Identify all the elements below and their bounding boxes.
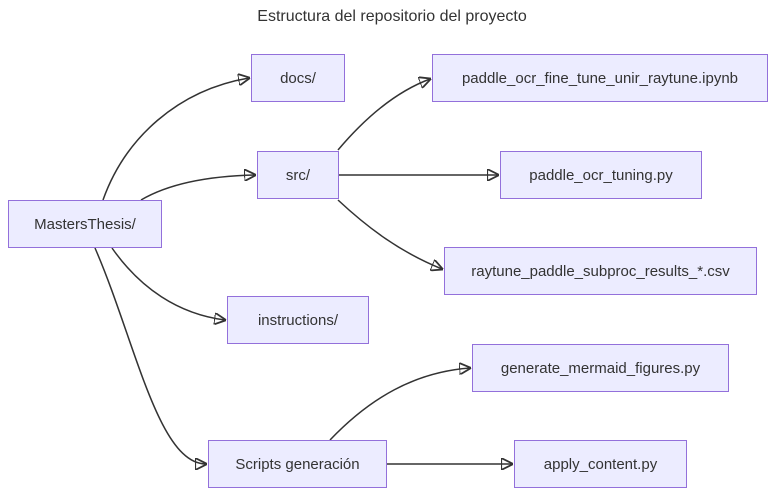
edge-root-to-scripts [94,247,206,464]
node-label: apply_content.py [543,455,658,473]
node-paddle-ocr-fine-tune-notebook: paddle_ocr_fine_tune_unir_raytune.ipynb [432,54,768,102]
node-label: docs/ [280,69,316,87]
node-label: Scripts generación [235,455,360,473]
node-label: generate_mermaid_figures.py [500,359,701,377]
node-raytune-results-csv: raytune_paddle_subproc_results_*.csv [444,247,757,295]
edge-root-to-instructions [111,247,225,320]
edge-root-to-docs [102,78,249,201]
edge-scripts-to-genfig [329,368,470,441]
node-src: src/ [257,151,339,199]
node-docs: docs/ [251,54,345,102]
node-paddle-ocr-tuning-script: paddle_ocr_tuning.py [500,151,702,199]
node-generate-mermaid-figures-script: generate_mermaid_figures.py [472,344,729,392]
edge-root-to-src [140,175,255,201]
edge-src-to-ipynb [337,79,430,151]
node-apply-content-script: apply_content.py [514,440,687,488]
node-label: paddle_ocr_tuning.py [529,166,673,184]
diagram-title: Estructura del repositorio del proyecto [257,8,527,25]
node-label: paddle_ocr_fine_tune_unir_raytune.ipynb [461,69,739,87]
node-label: src/ [285,166,311,184]
node-instructions: instructions/ [227,296,369,344]
node-mastersthesis: MastersThesis/ [8,200,162,248]
node-label: raytune_paddle_subproc_results_*.csv [471,262,730,280]
node-scripts-generacion: Scripts generación [208,440,387,488]
edge-src-to-csv [337,199,442,269]
node-label: instructions/ [257,311,339,329]
node-label: MastersThesis/ [34,215,136,233]
